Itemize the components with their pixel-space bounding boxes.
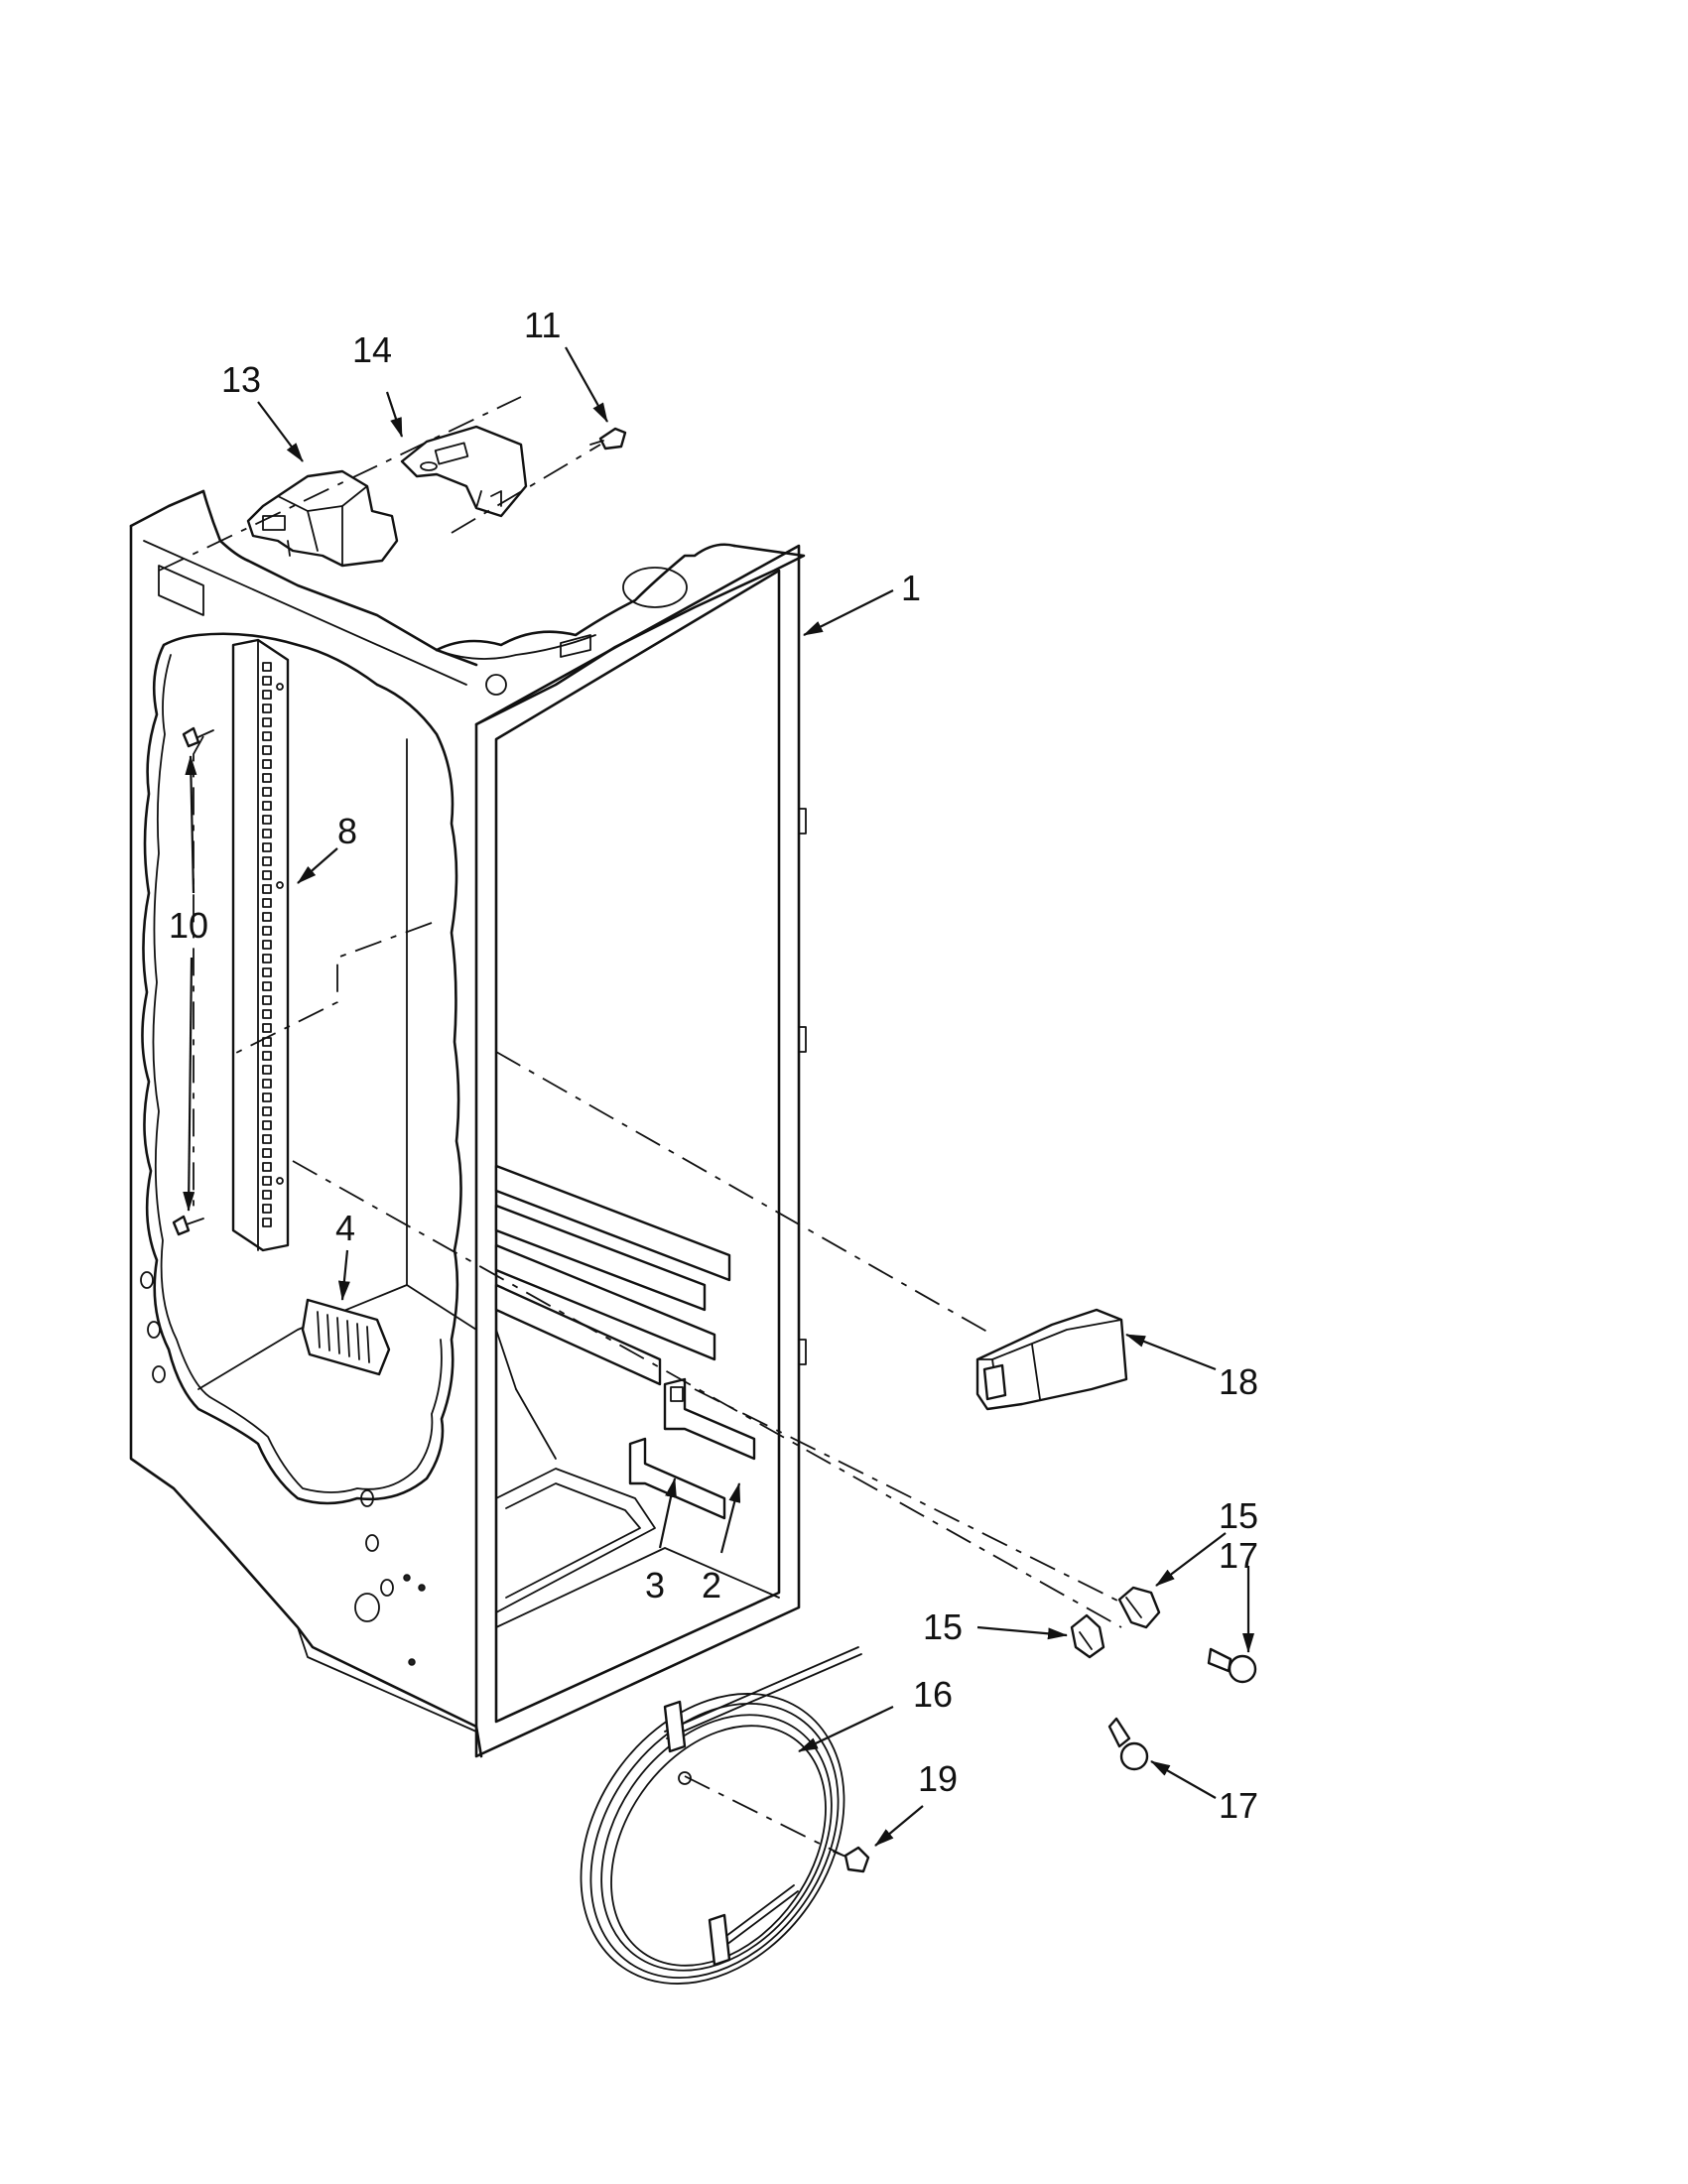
part-10-screw-top [182, 726, 214, 748]
callout-16: 16 [913, 1674, 953, 1715]
ladder-slot [262, 717, 272, 727]
callout-14: 14 [352, 329, 392, 370]
part-17-push-pin-lower [1107, 1717, 1149, 1771]
ladder-slot [262, 1051, 272, 1061]
ladder-slot [262, 1218, 272, 1227]
part-3-bracket [628, 1437, 726, 1520]
leader-17b [1150, 1760, 1217, 1799]
callout-8: 8 [337, 811, 357, 851]
ladder-slot [262, 1162, 272, 1172]
ladder-slot [262, 870, 272, 880]
leader-11 [565, 346, 608, 423]
ladder-slot [262, 1065, 272, 1075]
ladder-slot [262, 773, 272, 783]
ladder-slot [262, 1190, 272, 1200]
ladder-slot [262, 731, 272, 741]
leader-16 [798, 1706, 894, 1752]
ladder-slot [262, 1106, 272, 1116]
callout-19: 19 [918, 1758, 958, 1799]
ladder-slot [262, 815, 272, 825]
part-14-mounting-bracket [400, 425, 528, 518]
ladder-slot [262, 1148, 272, 1158]
ladder-slot [262, 829, 272, 838]
leader-1 [803, 589, 894, 636]
ladder-slot [262, 1023, 272, 1033]
part-19-screw [833, 1846, 870, 1873]
part-13-control-housing [246, 469, 399, 568]
ladder-slot [262, 759, 272, 769]
ladder-slot [262, 1204, 272, 1214]
leader-4 [337, 1249, 350, 1301]
leader-lines [183, 346, 1254, 1847]
callout-3: 3 [645, 1565, 665, 1606]
callout-17-upper: 17 [1219, 1535, 1258, 1576]
ladder-slot [262, 801, 272, 811]
ladder-slot [262, 787, 272, 797]
ladder-slot [262, 1079, 272, 1089]
callout-labels: 1 2 3 4 8 10 11 13 14 15 17 15 16 17 18 … [169, 305, 1258, 1826]
part-18-trim-cover [975, 1308, 1128, 1411]
part-16-coiled-tube [580, 1646, 862, 1985]
shelf-ribs [494, 1164, 731, 1386]
leader-18 [1125, 1333, 1217, 1371]
callout-18: 18 [1219, 1361, 1258, 1402]
callout-4: 4 [335, 1208, 355, 1248]
callout-17-lower: 17 [1219, 1785, 1258, 1826]
ladder-slot [262, 1009, 272, 1019]
part-17-push-pin-upper [1207, 1647, 1257, 1684]
ladder-slot [262, 842, 272, 852]
ladder-slot [262, 745, 272, 755]
assembly-lines [158, 396, 1152, 1857]
part-15-clip-upper [1117, 1586, 1161, 1629]
leader-10-up [185, 755, 197, 894]
ladder-slot [262, 1092, 272, 1102]
part-2-bracket [663, 1377, 756, 1461]
part-10-screw-bottom [172, 1215, 204, 1236]
cabinet-liner [129, 489, 807, 1758]
part-8-shelf-ladder [231, 638, 290, 1252]
ladder-slot [262, 676, 272, 686]
leader-15a [1155, 1532, 1227, 1587]
callout-15-upper: 15 [1219, 1495, 1258, 1536]
callout-1: 1 [901, 568, 921, 608]
part-11-screw [589, 427, 627, 450]
leader-10-down [183, 957, 195, 1212]
callout-11: 11 [524, 305, 561, 345]
leader-13 [257, 401, 304, 462]
part-15-clip-lower [1070, 1613, 1105, 1659]
leader-8 [297, 847, 338, 884]
ladder-slot [262, 1134, 272, 1144]
ladder-slot [262, 954, 272, 964]
ladder-slot [262, 690, 272, 700]
part-4-vent-grille [301, 1298, 391, 1376]
ladder-slot [262, 940, 272, 950]
ladder-slot [262, 995, 272, 1005]
ladder-slot [262, 967, 272, 977]
leader-2 [719, 1482, 741, 1554]
ladder-slot [262, 1176, 272, 1186]
ladder-slot [262, 662, 272, 672]
callout-10: 10 [169, 905, 208, 946]
ladder-slot [262, 926, 272, 936]
ladder-slot [262, 981, 272, 991]
ladder-slot [262, 704, 272, 713]
callout-15-lower: 15 [923, 1606, 963, 1647]
leader-19 [874, 1805, 924, 1847]
ladder-slot [262, 1120, 272, 1130]
leader-14 [385, 391, 404, 438]
ladder-slot [262, 912, 272, 922]
leader-3 [658, 1477, 677, 1549]
leader-15b [976, 1625, 1068, 1640]
ladder-slot [262, 898, 272, 908]
callout-2: 2 [702, 1565, 721, 1606]
ladder-slot [262, 856, 272, 866]
ladder-slot [262, 884, 272, 894]
callout-13: 13 [221, 359, 261, 400]
